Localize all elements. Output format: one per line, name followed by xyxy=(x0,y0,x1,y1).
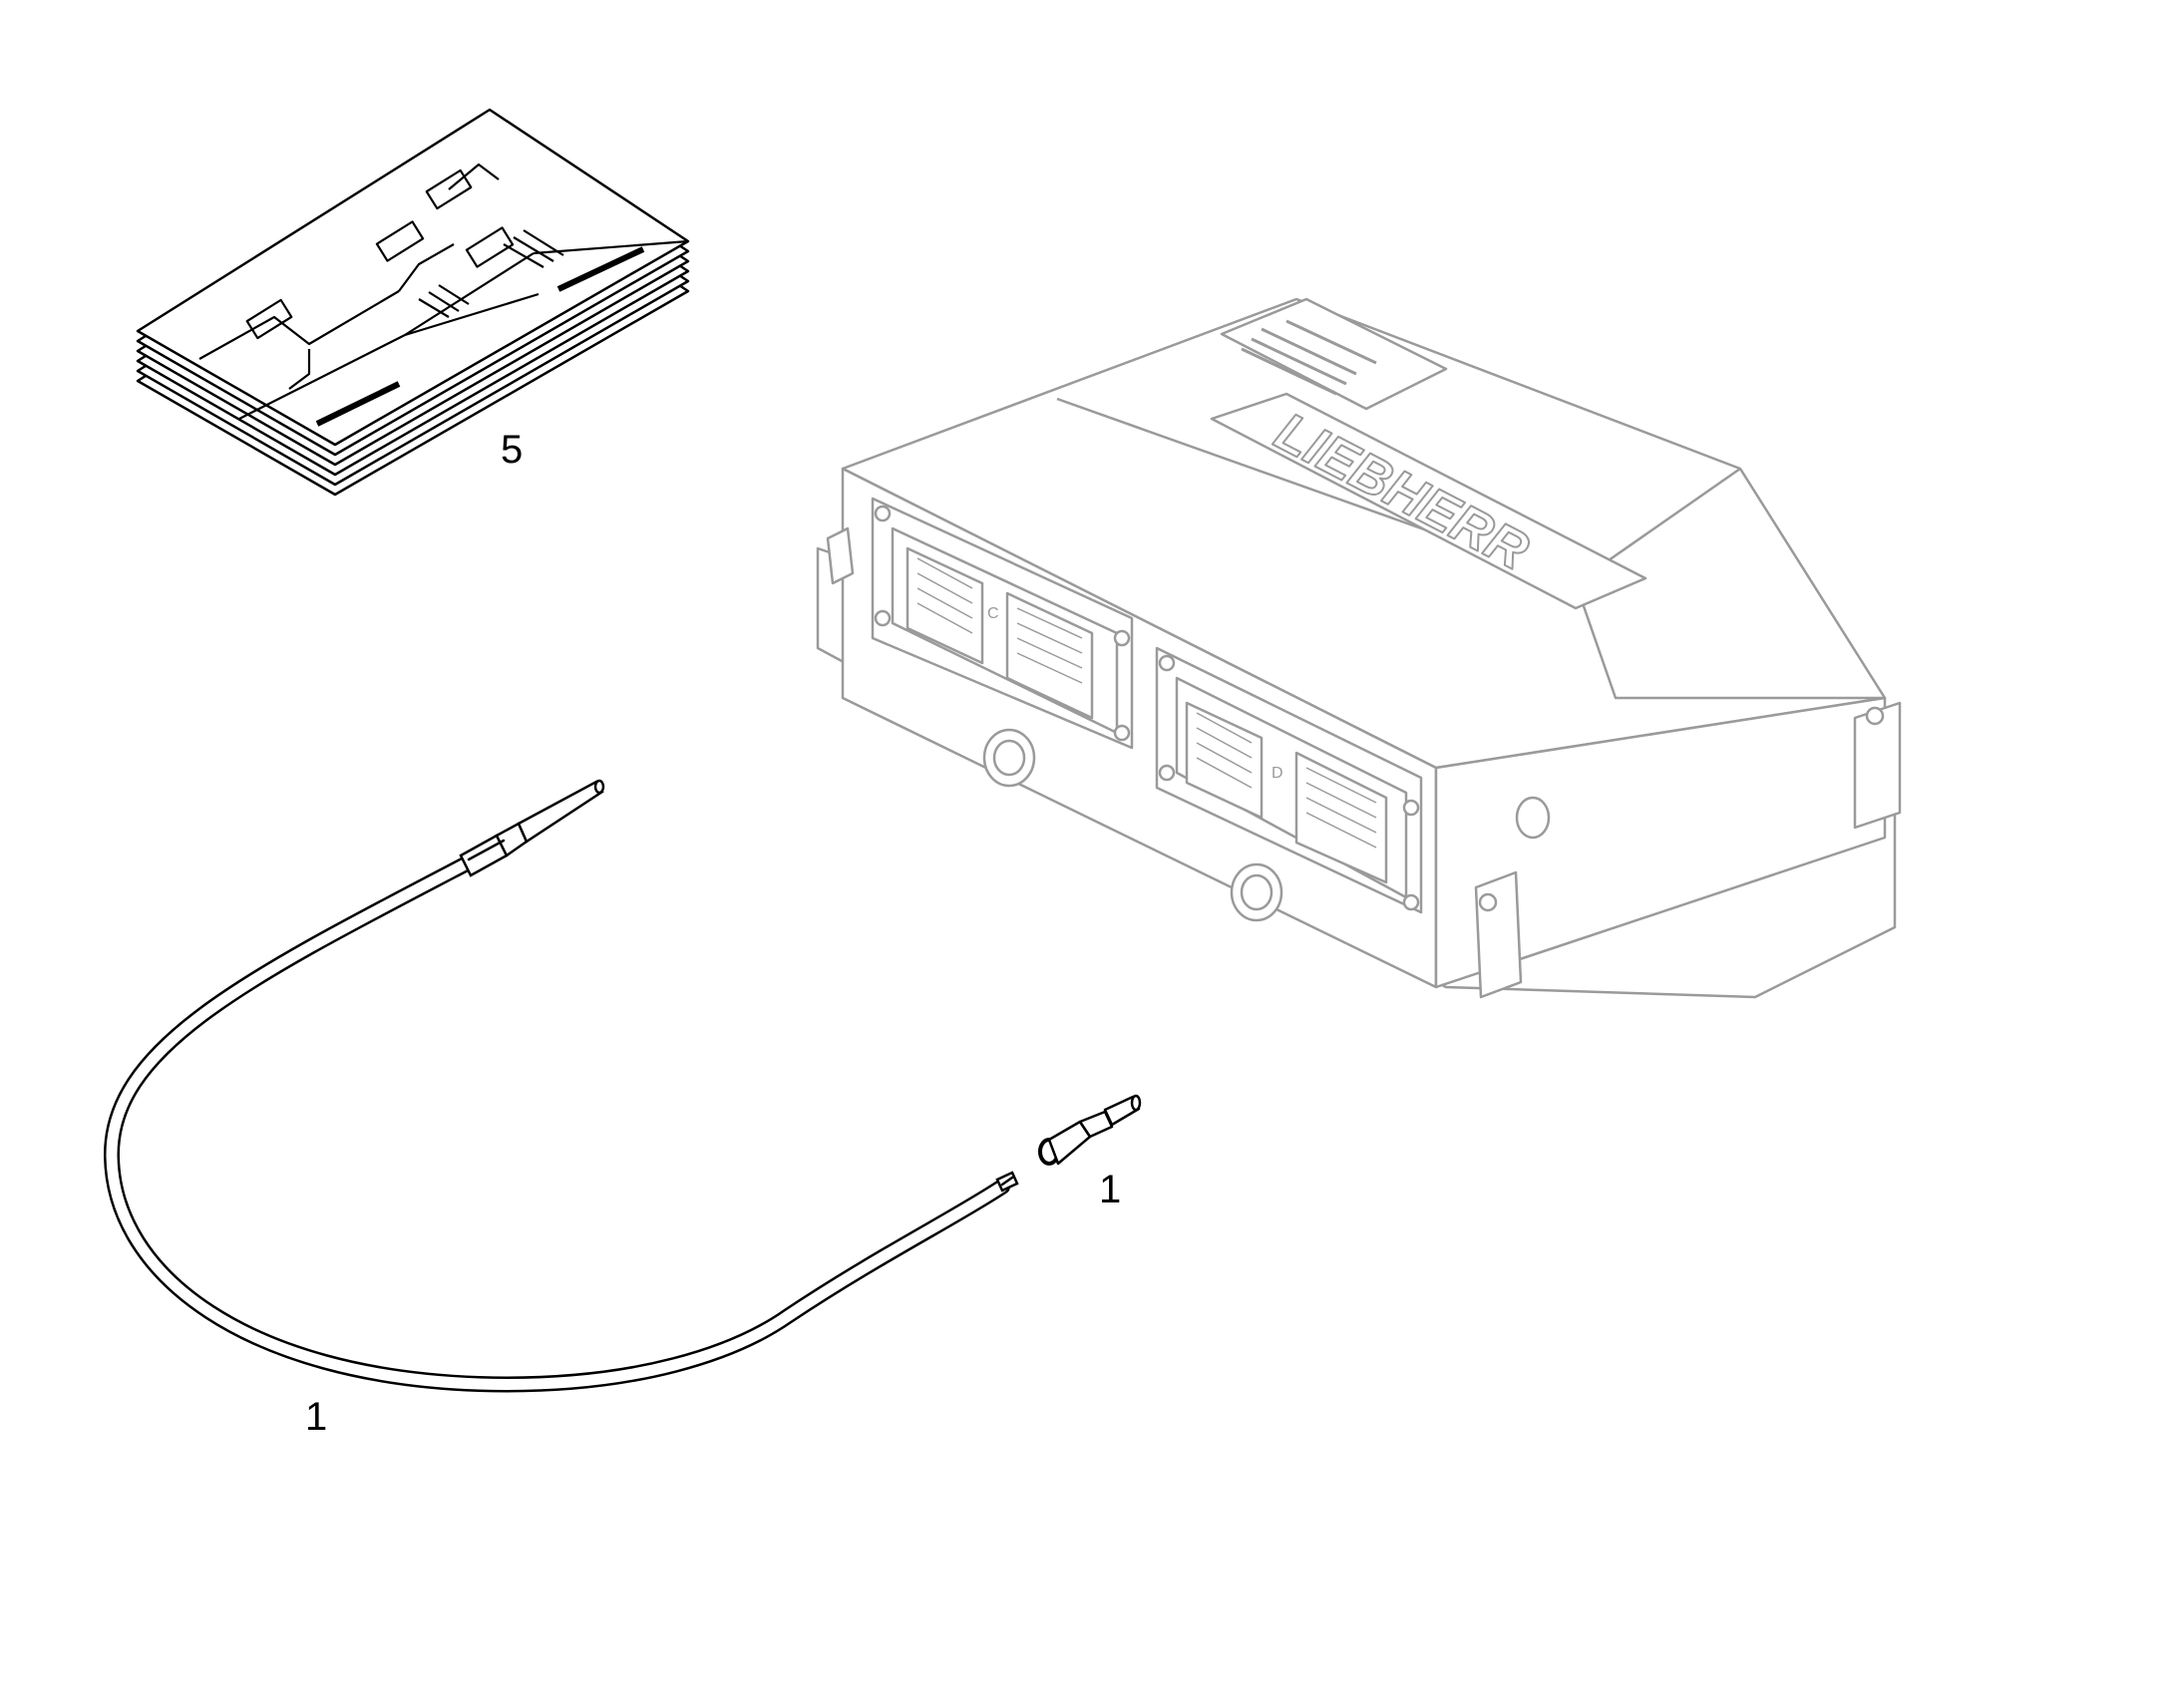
callout-1-cable: 1 xyxy=(305,1395,327,1439)
connector-housing-left xyxy=(871,497,1134,750)
pin-contact xyxy=(1038,1094,1142,1166)
wiring-diagram-booklet xyxy=(136,108,690,497)
pin-contact-cable xyxy=(103,779,1019,1393)
callout-1-pin: 1 xyxy=(1099,1168,1121,1211)
electronic-control-unit: LIEBHERR C xyxy=(816,297,1902,999)
stripped-tip xyxy=(995,1171,1019,1193)
connector-label-c: C xyxy=(987,605,999,622)
connector-label-d: D xyxy=(1272,765,1283,782)
callout-5: 5 xyxy=(501,428,523,472)
crimp-sleeve xyxy=(459,779,605,877)
connector-housing-right xyxy=(1155,646,1423,914)
